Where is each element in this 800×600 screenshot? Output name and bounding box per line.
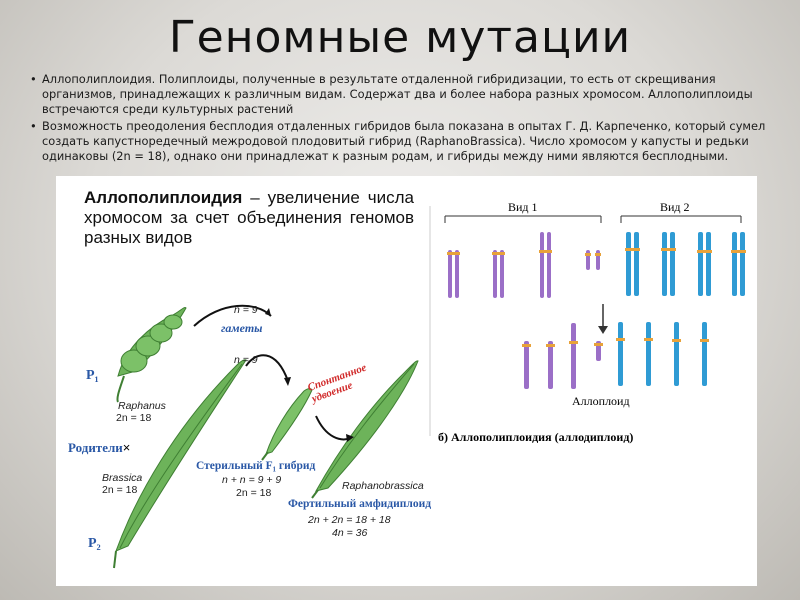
gamete-n-bottom: n = 9 (234, 354, 258, 366)
raphanus-chromosomes: 2n = 18 (116, 412, 152, 424)
bullet-list: Аллополиплоидия. Полиплоиды, полученные … (30, 72, 770, 166)
hybrid-2n: 2n = 18 (236, 487, 272, 499)
vid1-chromosomes (447, 232, 601, 298)
brassica-name: Brassica (102, 472, 143, 484)
p2-label: P₂ (88, 536, 101, 551)
arrow-head (265, 308, 271, 316)
parents-label: Родители (68, 440, 123, 455)
fertile-4n: 4n = 36 (332, 527, 368, 539)
gametes-label: гаметы (221, 321, 263, 335)
raphanus-name: Raphanus (118, 400, 166, 412)
vid1-label: Вид 1 (508, 200, 538, 214)
fertile-amphidiploid-label: Фертильный амфидиплоид (288, 498, 432, 510)
raphanobrassica-name: Raphanobrassica (342, 480, 424, 492)
hybrid-n: n + n = 9 + 9 (222, 474, 282, 486)
gamete-arrow-top (193, 304, 272, 327)
bullet-allopolyploidy: Аллополиплоидия. Полиплоиды, полученные … (30, 72, 770, 117)
alloploid-label: Аллоплоид (572, 394, 630, 408)
doubling-arrow (315, 415, 352, 441)
brassica-chromosomes: 2n = 18 (102, 484, 138, 496)
bullet-karpechenko: Возможность преодоления бесплодия отдале… (30, 119, 770, 164)
sterile-hybrid-label: Стерильный F₁ гибрид (196, 460, 316, 472)
brassica-pod (113, 359, 247, 569)
arrow-head (346, 434, 354, 442)
slide-title: Геномные мутации (168, 12, 632, 63)
sterile-hybrid-pod (261, 388, 313, 461)
diagram-svg (113, 206, 746, 569)
vid2-label: Вид 2 (660, 200, 690, 214)
raphanobrassica-pod (311, 360, 419, 499)
gamete-n-top: n = 9 (234, 304, 258, 316)
fertile-2n: 2n + 2n = 18 + 18 (308, 514, 391, 526)
alloploid-chromosomes (522, 322, 709, 389)
gamete-arrow-bottom (245, 354, 289, 382)
heading-term: Аллополиплоидия (84, 188, 243, 207)
figure-heading: Аллополиплоидия – увеличение числа хромо… (84, 188, 414, 248)
parents-row: Родители× (68, 440, 130, 456)
raphanus-pod (116, 307, 187, 403)
arrow-head (284, 377, 291, 386)
heading-definition: – увеличение числа хромосом за счет объе… (84, 188, 414, 247)
p1-label: P₁ (86, 368, 99, 383)
panel-caption: б) Аллополиплоидия (аллодиплоид) (438, 430, 634, 444)
cross-symbol: × (122, 440, 131, 455)
vid2-chromosomes (625, 232, 746, 296)
allopolyploidy-figure: Аллополиплоидия – увеличение числа хромо… (56, 176, 757, 586)
